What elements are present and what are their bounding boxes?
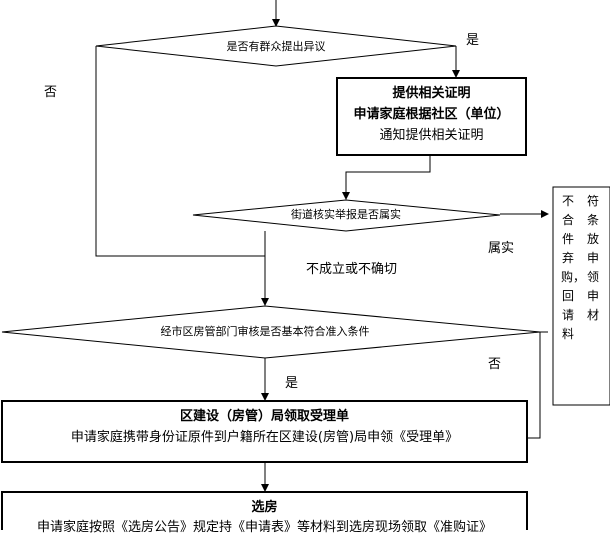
label-yes-mid: 是 (285, 376, 299, 391)
proof-box-line3: 通知提供相关证明 (379, 128, 484, 143)
select-box-line2: 申请家庭按照《选房公告》规定持《申请表》等材料到选房现场领取《准购证》 (36, 520, 492, 535)
proof-box (336, 77, 527, 156)
proof-box-line2: 申请家庭根据社区（单位） (353, 107, 510, 122)
side-result-box (552, 186, 610, 406)
receipt-box (1, 400, 528, 463)
receipt-box-title: 区建设（房管）局领取受理单 (179, 409, 349, 424)
label-no-right: 否 (488, 357, 502, 372)
label-yes-top: 是 (466, 33, 480, 48)
decision-street-text: 街道核实举报是否属实 (291, 208, 401, 221)
decision-street-diamond (192, 199, 501, 232)
proof-box-title: 提供相关证明 (392, 86, 471, 101)
arrow-proof-to-street (342, 155, 431, 200)
receipt-box-line2: 申请家庭携带身份证原件到户籍所在区建设(房管)局申领《受理单》 (70, 430, 459, 445)
decision-district-text: 经市区房管部门审核是否基本符合准入条件 (160, 325, 370, 338)
arrow-no-left (95, 46, 265, 257)
select-box-title: 选房 (251, 500, 278, 515)
arrow-no-right (527, 332, 541, 439)
label-no-left: 否 (44, 85, 58, 100)
select-box (1, 491, 528, 530)
side-box-col-right: 符条放申领申材 (586, 194, 599, 322)
side-box-col-left: 不合件弃购，回请料 (561, 194, 586, 341)
label-not-true: 不成立或不确切 (306, 262, 398, 277)
decision-objection-text: 是否有群众提出异议 (226, 40, 326, 53)
label-true: 属实 (488, 241, 515, 256)
